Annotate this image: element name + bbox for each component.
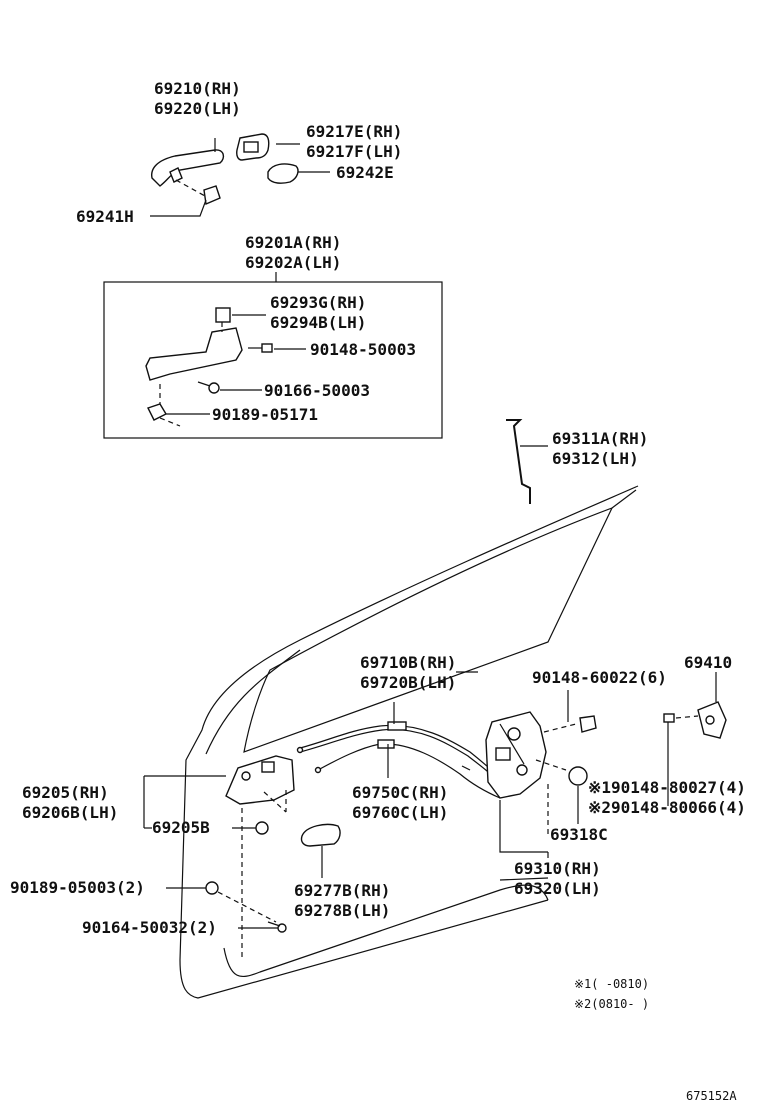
label-69410: 69410 xyxy=(684,653,732,672)
label-69242e: 69242E xyxy=(336,163,394,182)
label-69750c: 69750C(RH) xyxy=(352,783,448,802)
label-69202a: 69202A(LH) xyxy=(245,253,341,272)
frame-illustration xyxy=(145,307,273,427)
label-90166-50003: 90166-50003 xyxy=(264,381,370,400)
label-69241h: 69241H xyxy=(76,207,134,226)
label-69710b: 69710B(RH) xyxy=(360,653,456,672)
label-90148-80066: ※290148-80066(4) xyxy=(588,798,746,817)
door-lock-illustration xyxy=(485,711,597,836)
label-69312: 69312(LH) xyxy=(552,449,639,468)
bracket-69410-illustration xyxy=(663,701,727,739)
label-69206b: 69206B(LH) xyxy=(22,803,118,822)
label-69318c: 69318C xyxy=(550,825,608,844)
label-69278b: 69278B(LH) xyxy=(294,901,390,920)
label-69201a: 69201A(RH) xyxy=(245,233,341,252)
label-69311a: 69311A(RH) xyxy=(552,429,648,448)
diagram-id: 675152A xyxy=(686,1089,737,1103)
label-90164-50032: 90164-50032(2) xyxy=(82,918,217,937)
label-69205: 69205(RH) xyxy=(22,783,109,802)
label-90189-05003: 90189-05003(2) xyxy=(10,878,145,897)
label-69720b: 69720B(LH) xyxy=(360,673,456,692)
label-69293g: 69293G(RH) xyxy=(270,293,366,312)
label-90148-60022: 90148-60022(6) xyxy=(532,668,667,687)
label-69310: 69310(RH) xyxy=(514,859,601,878)
note-2: ※2(0810- ) xyxy=(574,997,649,1011)
label-69217f: 69217F(LH) xyxy=(306,142,402,161)
label-90189-05171: 90189-05171 xyxy=(212,405,318,424)
label-69760c: 69760C(LH) xyxy=(352,803,448,822)
label-90148-50003: 90148-50003 xyxy=(310,340,416,359)
label-69277b: 69277B(RH) xyxy=(294,881,390,900)
label-69210: 69210(RH) xyxy=(154,79,241,98)
label-69220: 69220(LH) xyxy=(154,99,241,118)
label-69294b: 69294B(LH) xyxy=(270,313,366,332)
label-69205b: 69205B xyxy=(152,818,210,837)
label-69320: 69320(LH) xyxy=(514,879,601,898)
outside-handle-illustration xyxy=(151,133,299,206)
label-69217e: 69217E(RH) xyxy=(306,122,402,141)
cable-illustration xyxy=(296,721,503,799)
lock-rod xyxy=(506,419,531,504)
inside-handle-illustration xyxy=(205,755,341,960)
label-90148-80027: ※190148-80027(4) xyxy=(588,778,746,797)
frame-assembly-box xyxy=(103,281,443,439)
note-1: ※1( -0810) xyxy=(574,977,649,991)
door-outline xyxy=(179,485,639,999)
